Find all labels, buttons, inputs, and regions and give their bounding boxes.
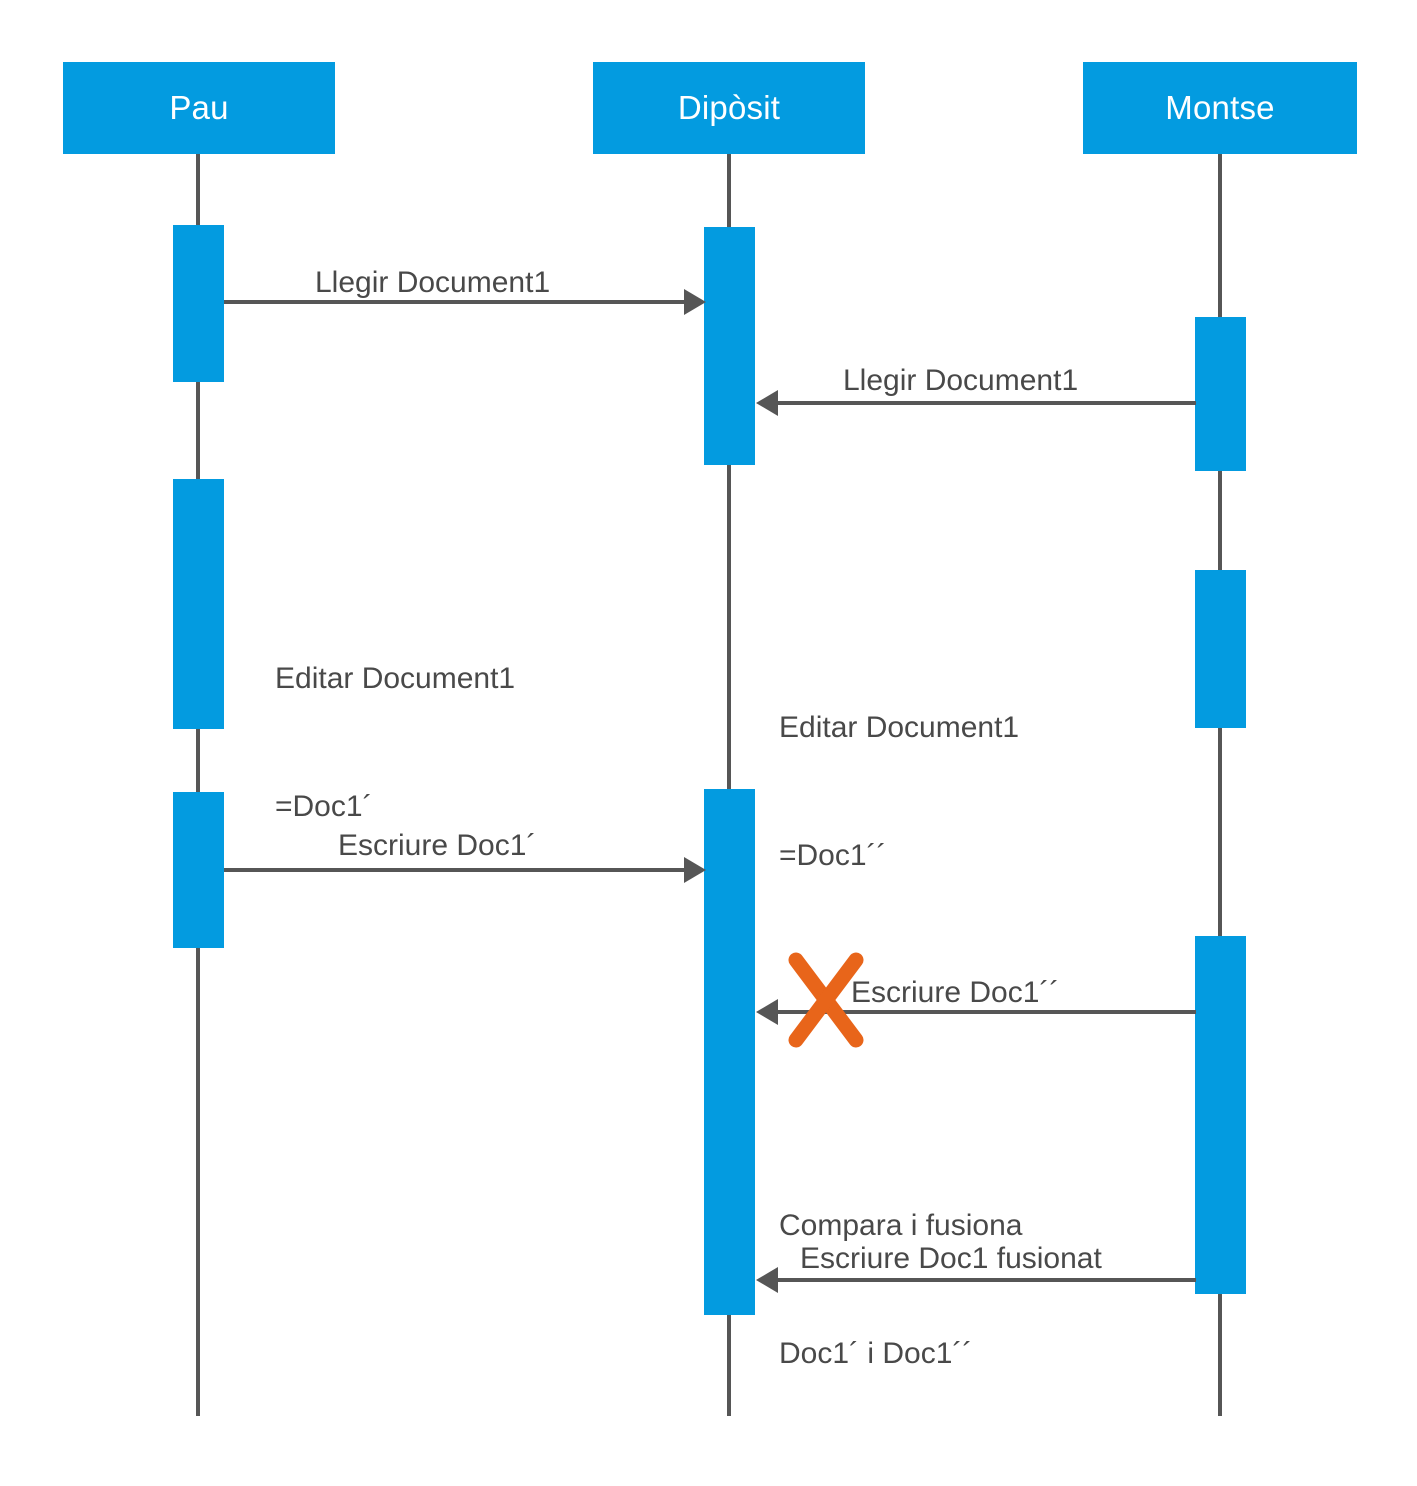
message-label-m4: Escriure Doc1´´ (851, 976, 1060, 1009)
note-pau-edit: Editar Document1 =Doc1´ (275, 573, 515, 914)
lifeline-header-diposit[interactable]: Dipòsit (593, 62, 865, 154)
lifeline-line-diposit (727, 154, 731, 1416)
note-pau-edit-line2: =Doc1´ (275, 789, 373, 823)
note-montse-merge-line2: Doc1´ i Doc1´´ (779, 1336, 973, 1370)
activation-bar-pau-2 (173, 479, 224, 729)
lifeline-header-montse[interactable]: Montse (1083, 62, 1357, 154)
activation-bar-pau-1 (173, 225, 224, 382)
activation-bar-montse-3 (1195, 936, 1246, 1294)
note-montse-merge: Compara i fusiona Doc1´ i Doc1´´ (779, 1120, 1022, 1461)
activation-bar-pau-3 (173, 792, 224, 948)
arrow-head-right-m3 (684, 857, 706, 883)
activation-bar-montse-2 (1195, 570, 1246, 728)
arrow-head-right-m1 (684, 289, 706, 315)
note-pau-edit-line1: Editar Document1 (275, 662, 516, 696)
message-label-m3: Escriure Doc1´ (338, 829, 537, 862)
activation-bar-diposit-1 (704, 227, 755, 465)
arrow-head-left-m2 (756, 390, 778, 416)
lifeline-header-pau[interactable]: Pau (63, 62, 335, 154)
message-label-m2: Llegir Document1 (843, 364, 1079, 397)
message-line-m2 (778, 401, 1196, 405)
arrow-head-left-m4 (756, 999, 778, 1025)
lifeline-line-pau (196, 154, 200, 1416)
message-line-m1 (224, 300, 686, 304)
note-montse-merge-line1: Compara i fusiona (779, 1209, 1023, 1243)
message-line-m4 (778, 1010, 1196, 1014)
message-line-m5 (778, 1278, 1196, 1282)
lifeline-label-pau: Pau (169, 89, 229, 126)
cross-icon (788, 952, 864, 1048)
note-montse-edit: Editar Document1 =Doc1´´ (779, 622, 1019, 963)
arrow-head-left-m5 (756, 1267, 778, 1293)
activation-bar-diposit-2 (704, 789, 755, 1315)
note-montse-edit-line2: =Doc1´´ (779, 838, 887, 872)
lifeline-label-diposit: Dipòsit (677, 89, 781, 126)
lifeline-label-montse: Montse (1165, 89, 1275, 126)
message-label-m5: Escriure Doc1 fusionat (800, 1242, 1102, 1275)
message-line-m3 (224, 868, 686, 872)
activation-bar-montse-1 (1195, 317, 1246, 471)
message-label-m1: Llegir Document1 (315, 266, 551, 299)
lifeline-line-montse (1218, 154, 1222, 1416)
note-montse-edit-line1: Editar Document1 (779, 711, 1020, 745)
